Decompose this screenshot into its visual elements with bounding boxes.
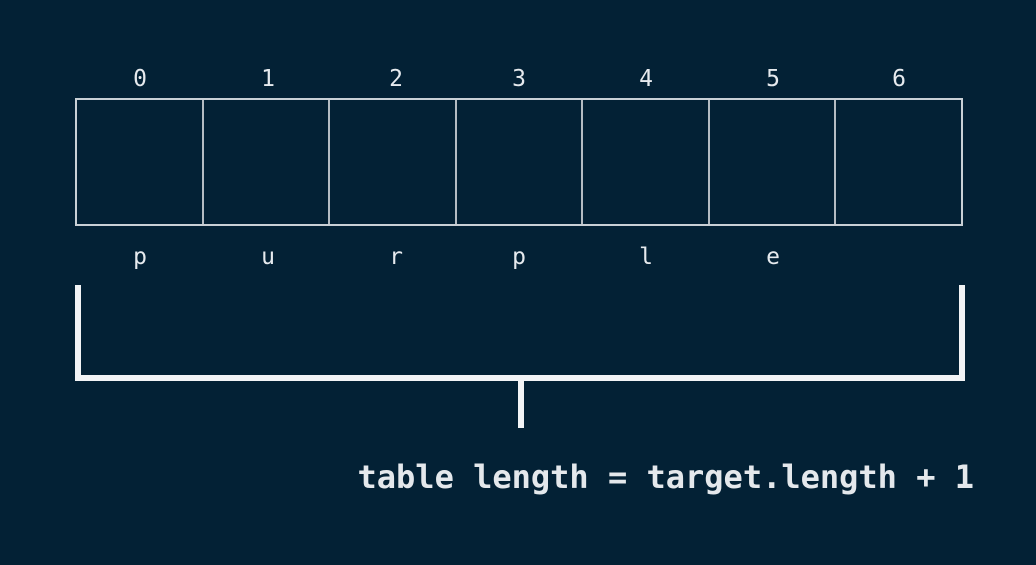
table-cell [77, 100, 204, 224]
character-label: l [639, 244, 653, 270]
index-label: 2 [389, 66, 403, 92]
index-label: 3 [512, 66, 526, 92]
index-label: 0 [133, 66, 147, 92]
character-label: u [261, 244, 275, 270]
length-formula-caption: table length = target.length + 1 [357, 458, 975, 496]
character-label: p [512, 244, 526, 270]
index-label: 6 [892, 66, 906, 92]
index-label: 1 [261, 66, 275, 92]
index-label: 4 [639, 66, 653, 92]
table-cell [330, 100, 457, 224]
table-cell [457, 100, 584, 224]
table-cell [204, 100, 331, 224]
character-label: p [133, 244, 147, 270]
table-cell [583, 100, 710, 224]
table-cell [710, 100, 837, 224]
character-label: r [389, 244, 403, 270]
index-label: 5 [766, 66, 780, 92]
dp-table [75, 98, 963, 226]
character-label: e [766, 244, 780, 270]
bracket-line [75, 285, 965, 381]
